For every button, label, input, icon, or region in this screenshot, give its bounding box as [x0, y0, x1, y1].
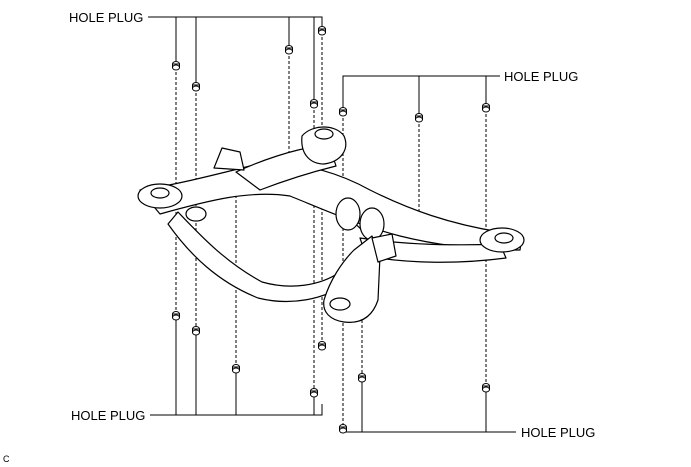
- upper-rear-mount-hole: [314, 128, 334, 140]
- lower-right-mount-hole: [329, 297, 351, 311]
- upper-rear-mount: [301, 126, 347, 165]
- left-center-mount: [185, 206, 207, 222]
- hole-plug-icon: [482, 383, 490, 393]
- hole-plug-icon: [285, 45, 293, 55]
- hole-plug-icon: [318, 341, 326, 351]
- callout-label-top-left: HOLE PLUG: [68, 10, 145, 25]
- hole-plug-icon: [172, 61, 180, 71]
- hole-plug-icon: [358, 373, 366, 383]
- leader-top-left-bracket: [148, 16, 323, 26]
- figure-code: C: [3, 454, 10, 464]
- hole-plug-icon: [339, 107, 347, 117]
- leader-bottom-left-bracket: [150, 404, 323, 416]
- hole-plugs: [172, 26, 490, 434]
- lower-right-bracket: [371, 233, 397, 263]
- left-front-mount-hole: [150, 187, 170, 199]
- hole-plug-icon: [172, 311, 180, 321]
- hole-plug-icon: [415, 113, 423, 123]
- center-collar-right: [359, 207, 385, 241]
- hole-plug-icon: [482, 103, 490, 113]
- callout-label-bottom-right: HOLE PLUG: [520, 425, 597, 440]
- hole-plug-icon: [310, 388, 318, 398]
- rear-suspension-member: [137, 126, 525, 323]
- hole-plug-icon: [318, 26, 326, 36]
- leader-top-right-bracket: [342, 75, 500, 108]
- hole-plug-icon: [310, 99, 318, 109]
- callout-label-top-right: HOLE PLUG: [503, 69, 580, 84]
- left-lower-arm: [167, 211, 349, 303]
- hole-plug-icon: [339, 424, 347, 434]
- left-bracket: [213, 147, 245, 171]
- hole-plug-icon: [192, 326, 200, 336]
- hole-plug-icon: [232, 364, 240, 374]
- hole-plug-icon: [192, 82, 200, 92]
- leader-lines: [148, 16, 516, 433]
- lower-right-tower: [323, 235, 381, 323]
- center-collar-left: [335, 197, 361, 231]
- callout-label-bottom-left: HOLE PLUG: [70, 408, 147, 423]
- right-front-mount-hole: [494, 232, 514, 244]
